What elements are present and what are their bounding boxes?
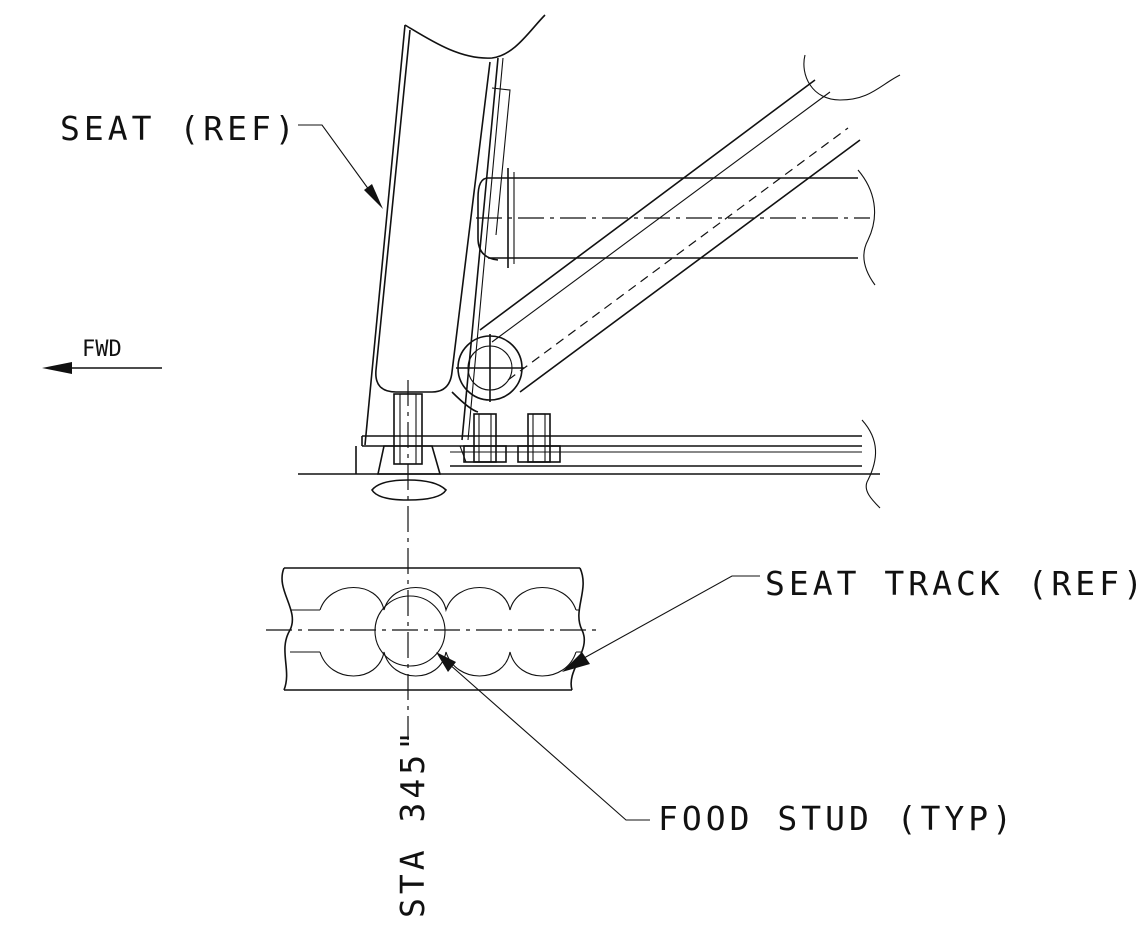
seat-beam [476,168,876,286]
food-stud-assembly [371,393,561,501]
diagonal-brace [451,54,901,413]
food-stud-leader [436,652,650,821]
station-label: STA 345" [393,727,432,918]
seat-leg [364,14,546,446]
seat-leader [298,124,383,209]
seat-track-label: SEAT TRACK (REF) [765,564,1145,603]
food-stud-label: FOOD STUD (TYP) [658,799,1016,838]
seat-track-section [266,567,598,691]
fwd-label: FWD [82,337,122,362]
track-rails [298,419,881,509]
fwd-arrow [42,362,162,374]
seat-track-leader [562,575,760,672]
seat-label: SEAT (REF) [60,109,299,148]
